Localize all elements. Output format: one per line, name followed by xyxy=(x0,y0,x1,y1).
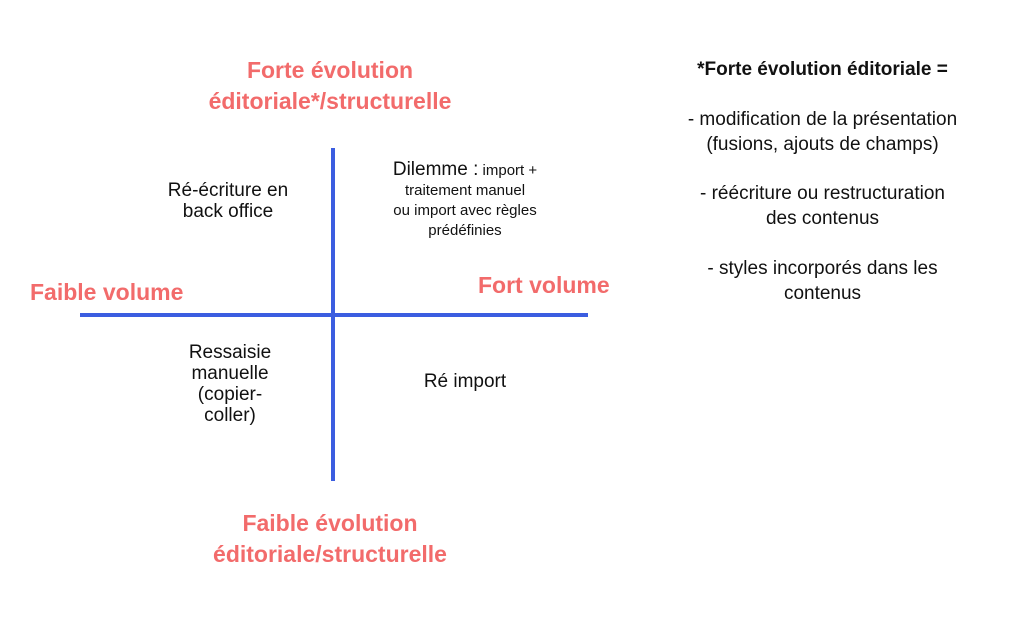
quadrant-top-right-line3: ou import avec règles xyxy=(393,202,537,219)
axis-label-top-line1: Forte évolution xyxy=(246,57,414,83)
quadrant-bottom-right: Ré import xyxy=(423,371,507,392)
quadrant-top-right: Dilemme : import + traitement manuel ou … xyxy=(360,159,570,241)
quadrant-top-left-line2: back office xyxy=(182,201,274,222)
axis-label-left: Faible volume xyxy=(30,279,184,305)
quadrant-bottom-left-line2: manuelle xyxy=(191,363,269,384)
quadrant-top-right-line1: Dilemme : import + xyxy=(360,159,570,181)
note-item-1-line1: - modification de la présentation xyxy=(687,109,958,130)
quadrant-bottom-left: Ressaisie manuelle (copier- coller) xyxy=(160,342,300,426)
axis-label-top-line2: éditoriale*/structurelle xyxy=(208,88,452,114)
axis-label-right: Fort volume xyxy=(478,272,610,298)
quadrant-bottom-left-line4: coller) xyxy=(204,405,256,426)
axis-label-bottom-line1: Faible évolution xyxy=(242,510,418,536)
quadrant-top-right-line2: traitement manuel xyxy=(404,182,526,199)
quadrant-top-right-dilemme: Dilemme : xyxy=(392,159,479,180)
horizontal-axis-line xyxy=(80,313,588,317)
note-item-3-line1: - styles incorporés dans les xyxy=(707,258,938,279)
note-item-2-line1: - réécriture ou restructuration xyxy=(700,183,945,204)
note-item-2: - réécriture ou restructuration des cont… xyxy=(640,181,1005,231)
axis-label-bottom: Faible évolution éditoriale/structurelle xyxy=(180,508,480,570)
axis-label-bottom-line2: éditoriale/structurelle xyxy=(213,541,447,567)
note-item-1-line2: (fusions, ajouts de champs) xyxy=(706,134,939,155)
note-item-1: - modification de la présentation (fusio… xyxy=(640,107,1005,157)
quadrant-bottom-left-line3: (copier- xyxy=(197,384,263,405)
note-item-3-line2: contenus xyxy=(783,283,862,304)
quadrant-top-left-line1: Ré-écriture en xyxy=(167,180,289,201)
axis-label-top: Forte évolution éditoriale*/structurelle xyxy=(180,55,480,117)
quadrant-top-left: Ré-écriture en back office xyxy=(143,180,313,222)
note-item-2-line2: des contenus xyxy=(765,208,880,229)
note-item-3: - styles incorporés dans les contenus xyxy=(640,256,1005,306)
quadrant-top-right-line4: prédéfinies xyxy=(428,222,502,239)
note-title: *Forte évolution éditoriale = xyxy=(697,59,948,80)
quadrant-bottom-left-line1: Ressaisie xyxy=(188,342,272,363)
quadrant-top-right-import: import + xyxy=(478,162,538,179)
